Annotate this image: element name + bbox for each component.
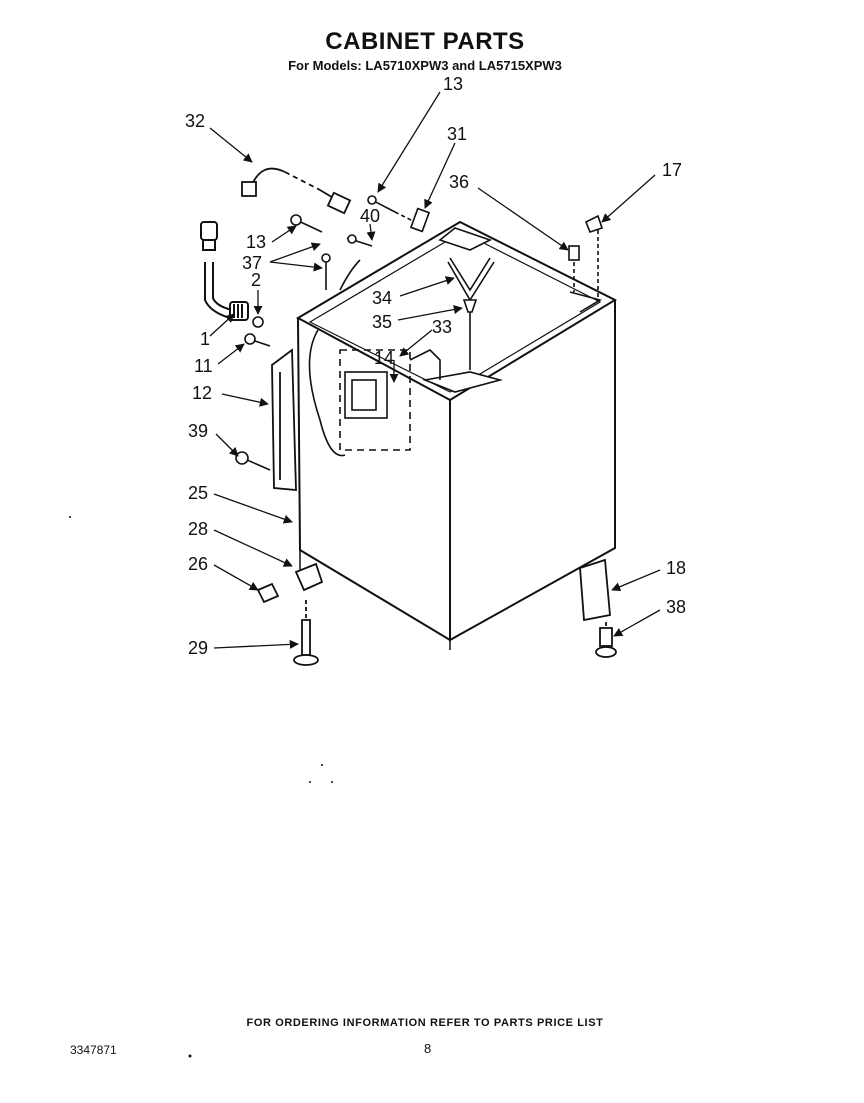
top-brace: [422, 227, 603, 393]
wire-harness: [241, 167, 352, 215]
callout-17: 17: [662, 160, 682, 180]
callout-34: 34: [372, 288, 392, 308]
callout-38: 38: [666, 597, 686, 617]
callout-32: 32: [185, 111, 205, 131]
callout-31: 31: [447, 124, 467, 144]
leader-lines: [209, 91, 661, 649]
callout-25: 25: [188, 483, 208, 503]
callout-12: 12: [192, 383, 212, 403]
callout-36: 36: [449, 172, 469, 192]
leveling-legs: [256, 558, 617, 666]
callout-13-top: 13: [443, 74, 463, 94]
callout-28: 28: [188, 519, 208, 539]
callout-labels: 32 13 31 36 17 40 13 37 2 34 1 35 33 11 …: [185, 74, 686, 658]
callout-39: 39: [188, 421, 208, 441]
callout-37: 37: [242, 253, 262, 273]
callout-1: 1: [200, 329, 210, 349]
callout-26: 26: [188, 554, 208, 574]
models-subtitle: For Models: LA5710XPW3 and LA5715XPW3: [288, 58, 562, 73]
scan-marks: [69, 516, 333, 1058]
callout-33: 33: [432, 317, 452, 337]
callout-18: 18: [666, 558, 686, 578]
callout-11: 11: [194, 356, 213, 376]
small-parts: [235, 195, 604, 471]
lid-switch-assembly: [308, 259, 441, 457]
cabinet-body: [295, 220, 618, 650]
water-hose: [200, 221, 249, 321]
page-number: 8: [424, 1041, 432, 1056]
callout-35: 35: [372, 312, 392, 332]
document-number: 3347871: [70, 1043, 117, 1057]
callout-13-side: 13: [246, 232, 266, 252]
callout-29: 29: [188, 638, 208, 658]
callout-2: 2: [251, 270, 261, 290]
ordering-note: FOR ORDERING INFORMATION REFER TO PARTS …: [246, 1017, 604, 1029]
page-title: CABINET PARTS: [325, 28, 525, 55]
callout-40: 40: [360, 206, 380, 226]
side-panel: [271, 348, 297, 491]
callout-14: 14: [374, 348, 394, 368]
